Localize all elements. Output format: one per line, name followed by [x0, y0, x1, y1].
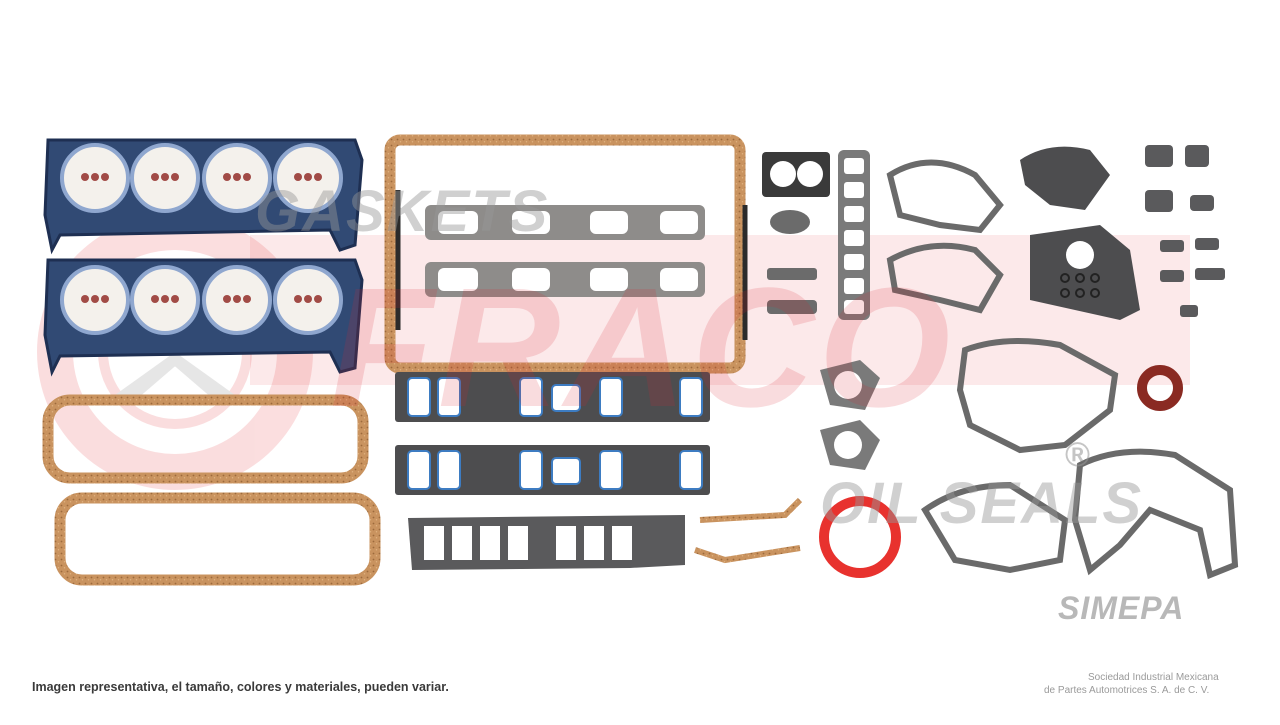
upper-intake-gasket: [838, 150, 870, 320]
water-pump-gasket-bottom: [886, 242, 1004, 314]
small-gaskets-group: [767, 210, 817, 314]
valve-cover-gasket-bottom: [54, 492, 381, 586]
front-cover-gasket-upper: [956, 338, 1119, 454]
exhaust-gasket-top: [425, 205, 705, 240]
simepa-logo: SIMEPA: [1058, 590, 1185, 626]
thermostat-gasket-top: [820, 360, 880, 410]
head-gasket-bottom: [43, 258, 364, 377]
water-pump-gasket-top: [886, 159, 1004, 234]
cork-strip-bottom: [694, 545, 801, 564]
registered-mark: ®: [1065, 436, 1093, 474]
cork-strip-top: [699, 497, 803, 523]
valve-cover-gasket-top: [42, 394, 369, 484]
watermark-brand-text: FRACO: [330, 253, 955, 443]
front-crank-seal: [1137, 365, 1183, 411]
company-name-line-2: de Partes Automotrices S. A. de C. V.: [1044, 685, 1210, 696]
thermostat-gasket-bottom: [820, 420, 880, 470]
company-name-line-1: Sociedad Industrial Mexicana: [1088, 672, 1219, 683]
rear-seal-retainer-gasket: [1030, 225, 1140, 320]
timing-cover-gasket-top: [1020, 146, 1110, 210]
disclaimer-caption: Imagen representativa, el tamaño, colore…: [32, 680, 449, 694]
intake-gasket-bottom: [395, 445, 710, 495]
intake-gasket-top: [395, 372, 710, 422]
small-parts-right: [1145, 145, 1225, 317]
throttle-body-gasket: [762, 152, 830, 197]
timing-cover-gasket-lower: [1071, 448, 1239, 580]
plenum-gasket: [408, 515, 685, 570]
exhaust-gasket-bottom: [425, 262, 705, 297]
oil-pan-gasket: [384, 134, 748, 374]
watermark-oil-seals-text: OIL SEALS: [820, 471, 1144, 536]
rear-main-seal: [819, 496, 901, 578]
front-cover-gasket-lower: [921, 481, 1069, 574]
head-gasket-top: [43, 138, 364, 255]
watermark-gaskets-text: GASKETS: [255, 179, 550, 244]
